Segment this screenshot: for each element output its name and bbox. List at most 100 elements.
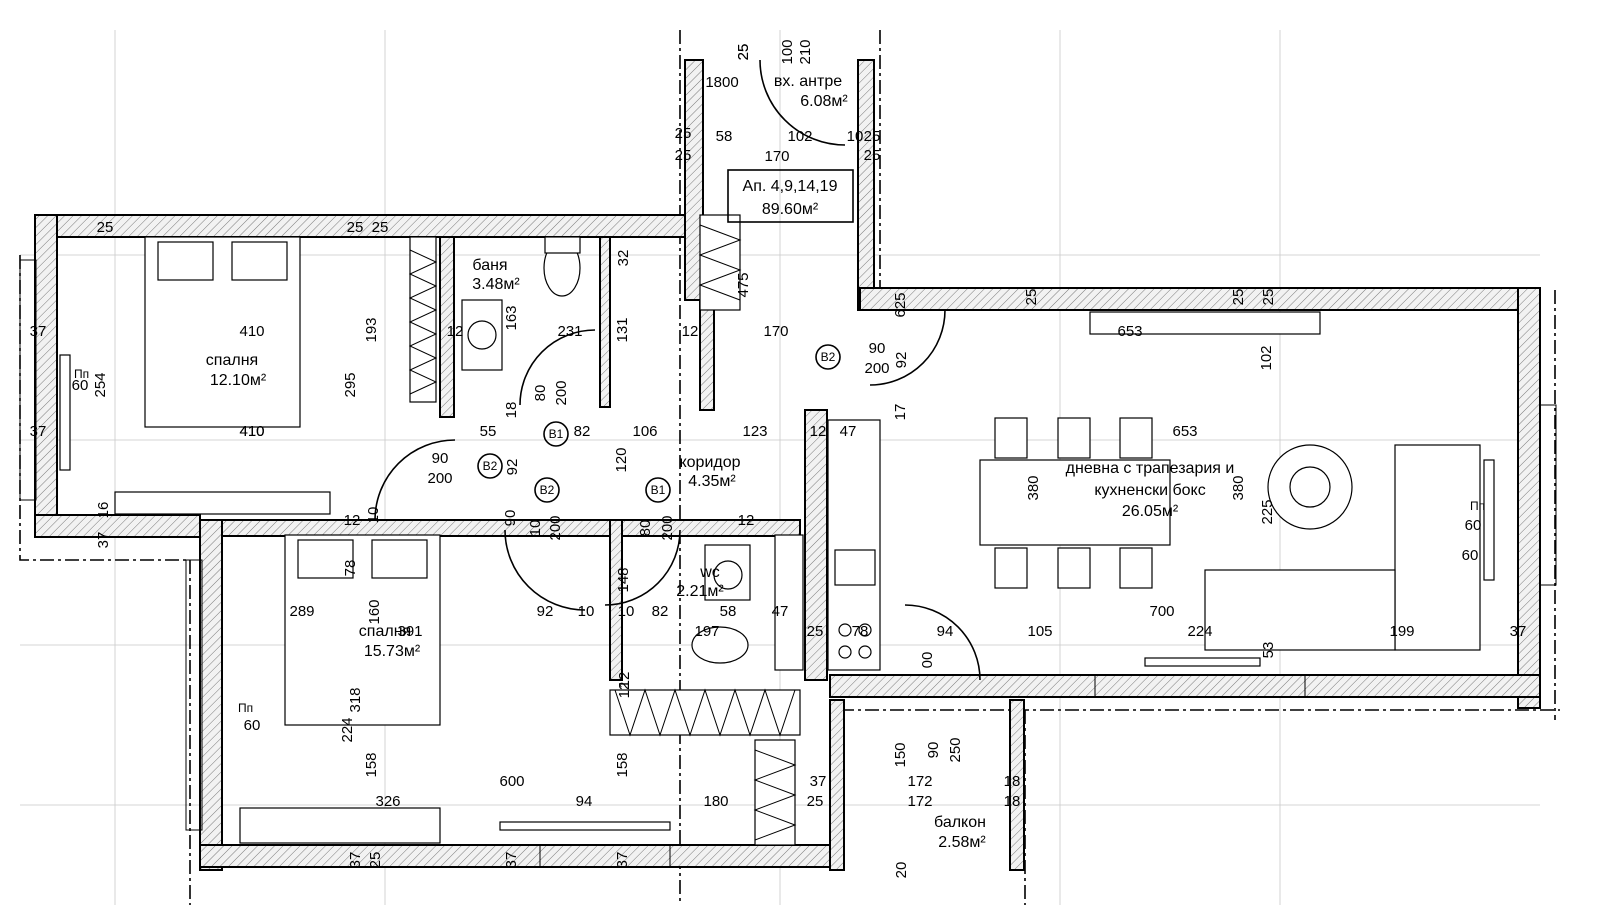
dimension-label: 120 xyxy=(613,447,630,472)
dimension-label: 170 xyxy=(764,148,789,165)
dimension-label: 180 xyxy=(703,793,728,810)
dimension-label: 80 xyxy=(532,385,549,402)
dimension-label: 410 xyxy=(239,423,264,440)
living-area: 26.05м² xyxy=(1122,503,1179,520)
dimension-label: 200 xyxy=(547,515,564,540)
apartment-title-box: Ап. 4,9,14,19 89.60м² xyxy=(727,169,854,223)
dimension-label: 94 xyxy=(576,793,593,810)
door-tag: B2 xyxy=(540,483,555,497)
dimension-label: 12 xyxy=(616,672,633,689)
bed1-area: 12.10м² xyxy=(210,372,267,389)
dimension-label: 10 xyxy=(847,128,864,145)
balcony-area: 2.58м² xyxy=(938,834,986,851)
door-tag: B1 xyxy=(651,483,666,497)
dimension-label: 25 xyxy=(864,128,881,145)
dimension-label: 12 xyxy=(810,423,827,440)
dimension-label: 254 xyxy=(92,372,109,397)
dimension-label: 410 xyxy=(239,423,264,440)
dimension-label: 78 xyxy=(342,560,359,577)
living-name-line1: дневна с трапезария и xyxy=(1066,460,1235,477)
dimension-label: 92 xyxy=(504,459,521,476)
dimension-label: 60 xyxy=(72,377,89,394)
dimension-label: 25 xyxy=(807,623,824,640)
dimension-label: 18 xyxy=(1004,773,1021,790)
dimension-label: 80 xyxy=(637,520,654,537)
dimension-label: 17 xyxy=(892,404,909,421)
dimension-label: 18 xyxy=(503,402,520,419)
dimension-label: 82 xyxy=(574,423,591,440)
dimension-label: 131 xyxy=(614,317,631,342)
door-tag: B2 xyxy=(821,350,836,364)
dimension-label: 10 xyxy=(618,603,635,620)
dimension-label: 60 xyxy=(1462,547,1479,564)
dimension-label: 37 xyxy=(614,852,631,869)
dimension-label: 200 xyxy=(553,380,570,405)
furniture xyxy=(114,236,1481,844)
door-tag: B1 xyxy=(549,427,564,441)
door-swings xyxy=(374,59,981,681)
dimension-label: 148 xyxy=(615,567,632,592)
dimension-label: 55 xyxy=(480,423,497,440)
dimension-label: 25 xyxy=(372,219,389,236)
title-box-frame xyxy=(727,169,854,223)
dimension-label: 231 xyxy=(557,323,582,340)
dimension-label: 12 xyxy=(682,323,699,340)
dimension-label: 90 xyxy=(432,450,449,467)
dimension-label: 25 xyxy=(97,219,114,236)
dimension-label: 172 xyxy=(907,773,932,790)
dimension-label: 94 xyxy=(937,623,954,640)
dimension-label: 197 xyxy=(694,623,719,640)
dimension-label: 10 xyxy=(578,603,595,620)
dimension-label: 10 xyxy=(365,507,382,524)
dimension-label: 90 xyxy=(925,742,942,759)
dimension-label: 160 xyxy=(366,599,383,624)
walls xyxy=(34,59,1541,871)
door-tags: B2 B1 B2 B2 B1 xyxy=(477,344,841,503)
dimension-label: 210 xyxy=(797,39,814,64)
dimension-label: 200 xyxy=(659,515,676,540)
dimension-label: 12 xyxy=(344,512,361,529)
dimension-label: 37 xyxy=(30,323,47,340)
dimension-label: 225 xyxy=(1259,499,1276,524)
dimension-label: 380 xyxy=(1025,475,1042,500)
dimension-label: 170 xyxy=(763,323,788,340)
dimension-label: 60 xyxy=(1465,517,1482,534)
dimension-label: 25 xyxy=(1023,289,1040,306)
dimension-label: 37 xyxy=(503,852,520,869)
dimension-label: 100 xyxy=(779,39,796,64)
window-tag: Пп xyxy=(238,701,253,715)
apartment-number: Ап. 4,9,14,19 xyxy=(743,178,838,195)
dimension-label: 47 xyxy=(840,423,857,440)
dimension-label: 653 xyxy=(1117,323,1142,340)
dimension-label: 20 xyxy=(893,862,910,879)
dimension-label: 25 xyxy=(807,793,824,810)
bed2-area: 15.73м² xyxy=(364,643,421,660)
dimension-label: 193 xyxy=(363,317,380,342)
dimension-label: 25 xyxy=(735,44,752,61)
dimension-label: 78 xyxy=(852,623,869,640)
dimension-label: 37 xyxy=(95,532,112,549)
dimension-label: 391 xyxy=(397,623,422,640)
dimension-label: 250 xyxy=(947,737,964,762)
dimension-label: 60 xyxy=(244,717,261,734)
dimension-label: 625 xyxy=(892,292,909,317)
entry-area: 6.08м² xyxy=(800,93,848,110)
dimension-label: 289 xyxy=(289,603,314,620)
dimension-label: 106 xyxy=(632,423,657,440)
dimension-label: 10 xyxy=(527,520,544,537)
dimension-label: 158 xyxy=(614,752,631,777)
window-tag: Пп xyxy=(74,367,89,381)
dimension-label: 25 xyxy=(347,219,364,236)
dimension-label: 16 xyxy=(95,502,112,519)
dimension-label: 172 xyxy=(907,793,932,810)
dimension-label: 700 xyxy=(1149,603,1174,620)
dimension-label: 380 xyxy=(1230,475,1247,500)
dimension-label: 37 xyxy=(1510,623,1527,640)
dimension-label: 47 xyxy=(772,603,789,620)
dimension-label: 25 xyxy=(675,147,692,164)
dimension-label: 12 xyxy=(738,512,755,529)
dimension-label: 58 xyxy=(720,603,737,620)
dimension-label: 37 xyxy=(810,773,827,790)
dimension-label: 25 xyxy=(1230,289,1247,306)
